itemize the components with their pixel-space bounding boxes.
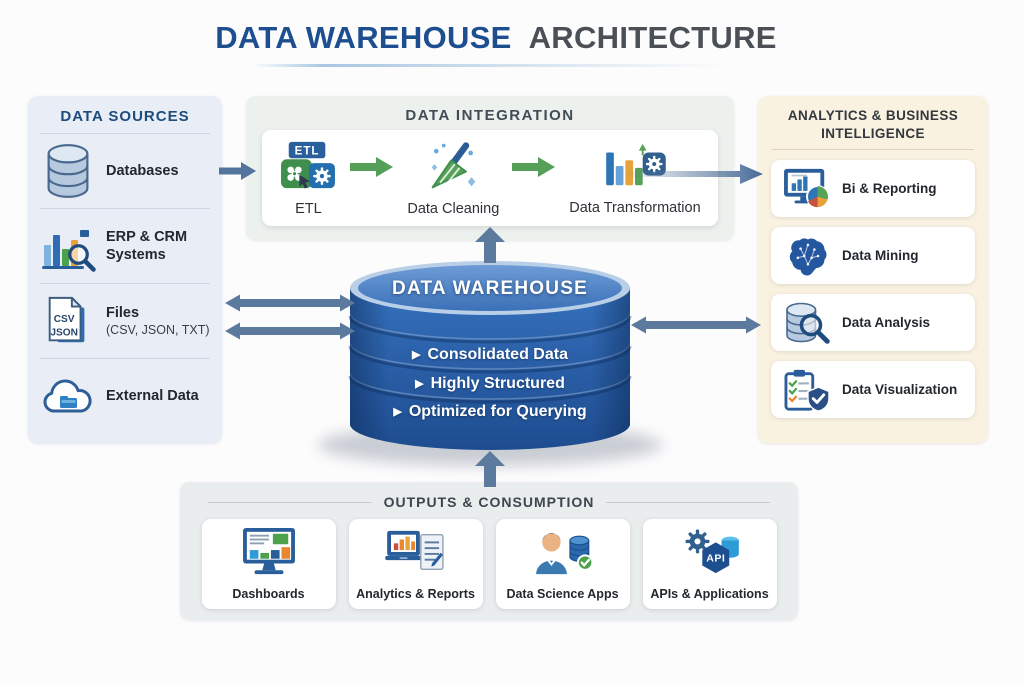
warehouse-title: DATA WAREHOUSE xyxy=(392,278,588,299)
source-item-external-data: External Data xyxy=(28,359,222,433)
analytics-item-data-analysis: Data Analysis xyxy=(771,294,975,352)
analytics-bi-panel: ANALYTICS & BUSINESS INTELLIGENCE Bi & R… xyxy=(758,96,988,443)
erp-crm-chart-icon xyxy=(38,218,98,274)
data-integration-panel: DATA INTEGRATION ETL ETL xyxy=(246,96,734,240)
data-integration-card: ETL ETL xyxy=(262,130,718,226)
output-item-data-science-apps: Data Science Apps xyxy=(495,519,630,609)
integration-step-data-cleaning: Data Cleaning xyxy=(407,140,499,217)
output-item-label: Analytics & Reports xyxy=(356,587,475,601)
divider xyxy=(40,208,210,209)
api-badge-text: API xyxy=(706,553,725,565)
feature-text: Optimized for Querying xyxy=(408,403,587,420)
analytics-item-data-visualization: Data Visualization xyxy=(771,361,975,419)
analytics-item-label: Data Visualization xyxy=(842,382,958,398)
etl-icon: ETL xyxy=(279,140,337,197)
data-warehouse-cylinder: DATA WAREHOUSE ▶ Consolidated Data ▶ Highl… xyxy=(348,258,632,454)
arrow-outputs-to-warehouse xyxy=(475,451,505,487)
source-item-erp-crm: ERP & CRM Systems xyxy=(28,209,222,283)
output-item-label: APIs & Applications xyxy=(650,587,769,601)
outputs-panel: OUTPUTS & CONSUMPTION Dashboards xyxy=(180,482,798,620)
warehouse-feature: ▶ Consolidated Data xyxy=(348,346,632,364)
analytics-item-label: Data Analysis xyxy=(842,315,931,331)
source-item-label: Files (CSV, JSON, TXT) xyxy=(106,304,210,339)
integration-step-label: Data Transformation xyxy=(569,199,701,216)
page-title-secondary: ARCHITECTURE xyxy=(528,20,777,55)
analytics-item-data-mining: Data Mining xyxy=(771,227,975,285)
warehouse-feature: ▶ Highly Structured xyxy=(348,375,632,393)
arrow-warehouse-analytics-bidirectional xyxy=(631,316,761,334)
bullet-icon: ▶ xyxy=(393,406,402,418)
outputs-header-row: OUTPUTS & CONSUMPTION xyxy=(180,482,798,514)
bi-reporting-icon xyxy=(782,167,832,211)
checklist-shield-icon xyxy=(782,368,832,412)
divider xyxy=(606,501,770,503)
bullet-icon: ▶ xyxy=(415,378,424,390)
green-arrow-right-icon xyxy=(512,157,556,177)
arrow-sources-warehouse-bidirectional-2 xyxy=(225,322,355,340)
analytics-item-bi-reporting: Bi & Reporting xyxy=(771,160,975,218)
source-item-databases: Databases xyxy=(28,134,222,208)
integration-step-etl: ETL ETL xyxy=(279,140,337,217)
divider xyxy=(40,283,210,284)
outputs-header: OUTPUTS & CONSUMPTION xyxy=(383,494,595,510)
cloud-icon xyxy=(38,373,98,419)
laptop-report-icon xyxy=(384,527,447,582)
warehouse-feature: ▶ Optimized for Querying xyxy=(348,403,632,421)
page-title: DATA WAREHOUSE ARCHITECTURE xyxy=(0,20,992,56)
output-item-label: Dashboards xyxy=(232,587,305,601)
analytics-item-label: Bi & Reporting xyxy=(842,181,937,197)
divider xyxy=(40,133,210,134)
person-database-icon xyxy=(532,527,594,582)
analytics-bi-header: ANALYTICS & BUSINESS INTELLIGENCE xyxy=(787,108,959,141)
feature-text: Consolidated Data xyxy=(427,346,568,363)
output-item-dashboards: Dashboards xyxy=(201,519,336,609)
database-icon xyxy=(38,143,98,199)
divider xyxy=(40,358,210,359)
analytics-item-label: Data Mining xyxy=(842,248,919,264)
integration-step-label: Data Cleaning xyxy=(407,200,500,217)
green-arrow-right-icon xyxy=(350,157,394,177)
divider xyxy=(208,501,372,503)
files-label: Files xyxy=(106,304,140,321)
output-item-analytics-reports: Analytics & Reports xyxy=(348,519,483,609)
source-item-label: Databases xyxy=(106,162,179,179)
files-icon-json-text: JSON xyxy=(50,327,78,338)
data-sources-header: DATA SOURCES xyxy=(60,108,190,125)
files-sublabel: (CSV, JSON, TXT) xyxy=(106,322,210,337)
arrow-warehouse-to-integration xyxy=(475,227,505,263)
cylinder-graphic xyxy=(348,261,632,450)
feature-text: Highly Structured xyxy=(430,375,565,392)
database-magnifier-icon xyxy=(782,300,832,346)
broom-icon xyxy=(426,140,480,197)
title-underline xyxy=(252,64,730,67)
data-sources-panel: DATA SOURCES Databases ERP & xyxy=(28,96,222,443)
output-item-apis-applications: API APIs & Applications xyxy=(642,519,777,609)
integration-step-label: ETL xyxy=(295,200,322,217)
outputs-cards-row: Dashboards Analytics & Reports xyxy=(180,519,798,609)
divider xyxy=(772,149,974,151)
api-gear-icon: API xyxy=(679,527,741,582)
data-integration-header: DATA INTEGRATION xyxy=(405,107,575,124)
output-item-label: Data Science Apps xyxy=(506,587,619,601)
files-icon: CSV JSON xyxy=(38,294,98,348)
arrow-sources-warehouse-bidirectional-1 xyxy=(225,294,355,312)
page-title-primary: DATA WAREHOUSE xyxy=(215,20,512,55)
arrow-sources-to-integration xyxy=(219,162,256,180)
source-item-files: CSV JSON Files (CSV, JSON, TXT) xyxy=(28,284,222,358)
etl-badge-text: ETL xyxy=(295,145,320,157)
arrow-integration-to-analytics xyxy=(622,164,763,184)
dashboard-monitor-icon xyxy=(238,527,300,582)
source-item-label: External Data xyxy=(106,387,199,404)
files-icon-csv-text: CSV xyxy=(54,314,75,325)
source-item-label: ERP & CRM Systems xyxy=(106,228,188,263)
bullet-icon: ▶ xyxy=(412,349,421,361)
brain-icon xyxy=(782,235,832,277)
